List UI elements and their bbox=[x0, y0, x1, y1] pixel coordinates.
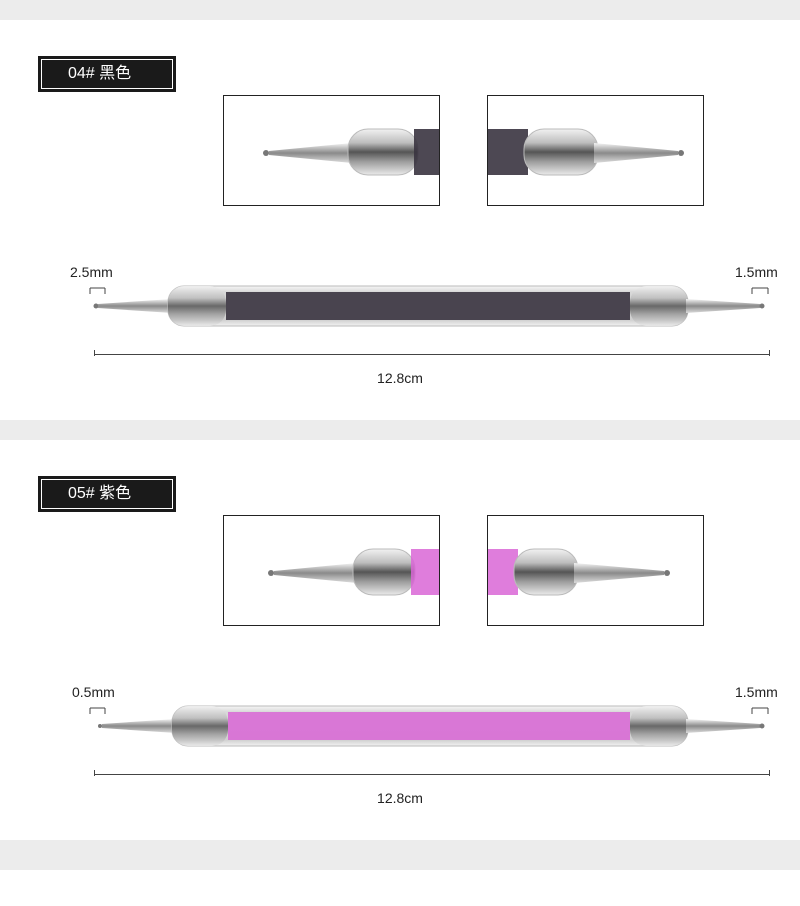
right-tip-size: 1.5mm bbox=[735, 264, 778, 280]
bottom-separator bbox=[0, 840, 800, 870]
zoom-left-tip bbox=[223, 95, 440, 206]
middle-separator bbox=[0, 420, 800, 440]
zoom-right-tip bbox=[487, 515, 704, 626]
product-section-04: 04# 黑色 2.5mm 1.5mm bbox=[0, 20, 800, 420]
right-tip-closeup-image bbox=[488, 128, 684, 176]
variant-label-text: 05# 紫色 bbox=[41, 479, 173, 509]
full-pen-image bbox=[89, 705, 769, 747]
top-separator bbox=[0, 0, 800, 20]
right-tip-closeup-image bbox=[488, 548, 670, 596]
left-tip-closeup-image bbox=[263, 128, 439, 176]
zoom-left-tip bbox=[223, 515, 440, 626]
variant-label: 05# 紫色 bbox=[38, 476, 176, 512]
length-measure bbox=[94, 770, 770, 780]
full-pen-image bbox=[89, 285, 769, 327]
pen-length: 12.8cm bbox=[377, 790, 423, 806]
right-tip-size: 1.5mm bbox=[735, 684, 778, 700]
variant-label: 04# 黑色 bbox=[38, 56, 176, 92]
length-measure bbox=[94, 350, 770, 360]
zoom-right-tip bbox=[487, 95, 704, 206]
left-tip-closeup-image bbox=[268, 548, 439, 596]
left-tip-size: 0.5mm bbox=[72, 684, 115, 700]
variant-label-text: 04# 黑色 bbox=[41, 59, 173, 89]
left-tip-size: 2.5mm bbox=[70, 264, 113, 280]
product-section-05: 05# 紫色 0.5mm 1.5mm 12.8cm bbox=[0, 440, 800, 840]
pen-length: 12.8cm bbox=[377, 370, 423, 386]
